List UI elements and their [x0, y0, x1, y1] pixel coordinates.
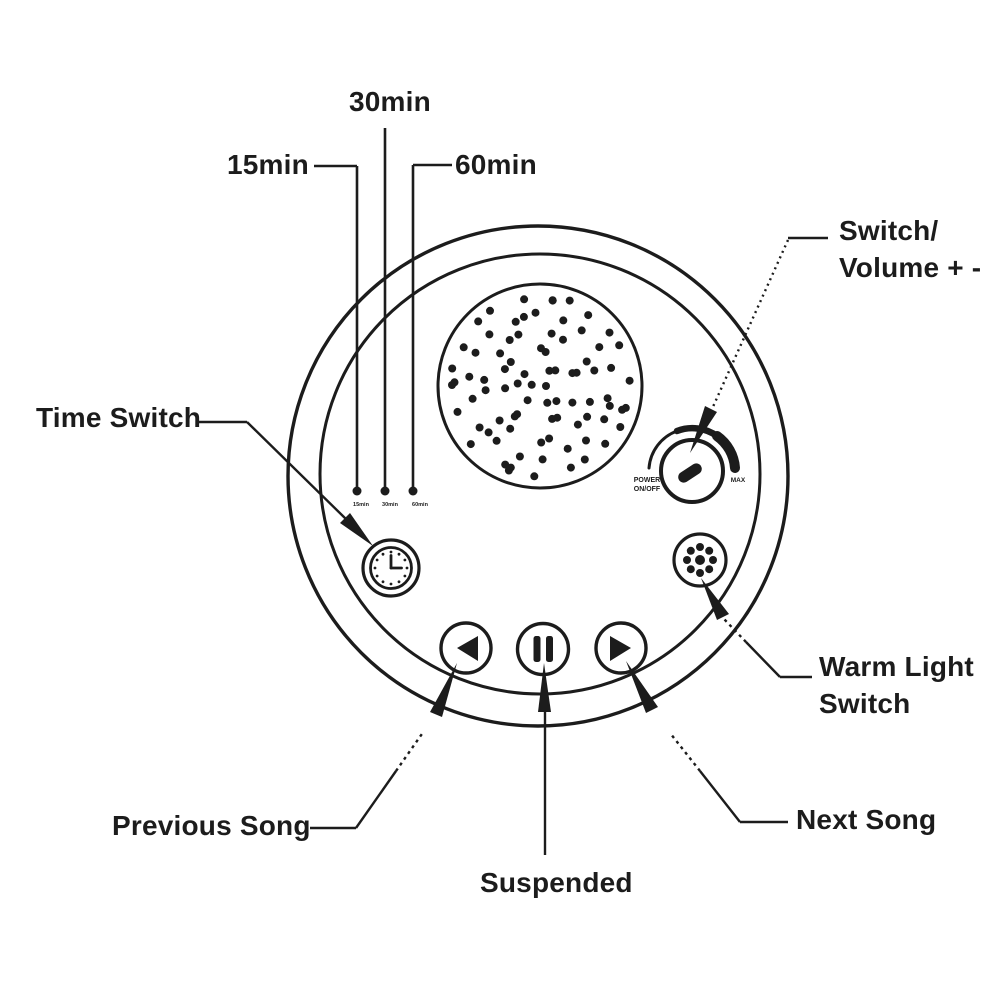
- arrow-to-pause: [538, 663, 551, 712]
- clock-icon: [373, 550, 409, 586]
- label-switch-volume-line1: Switch/: [839, 215, 939, 246]
- label-warm-light-line1: Warm Light: [819, 651, 974, 682]
- arrow-to-volume-knob: [690, 406, 717, 453]
- arrow-to-warm-light: [701, 578, 729, 620]
- pause-button[interactable]: [515, 621, 571, 677]
- tiny-label-15min: 15min: [353, 502, 370, 508]
- label-timer-30min: 30min: [349, 86, 431, 117]
- label-previous-song: Previous Song: [112, 810, 311, 841]
- callout-lines: [197, 236, 828, 855]
- time-switch-button[interactable]: [361, 538, 421, 598]
- previous-button[interactable]: [439, 621, 493, 675]
- previous-icon: [457, 636, 478, 661]
- arrow-to-next: [626, 661, 658, 713]
- label-timer-15min: 15min: [227, 149, 309, 180]
- callout-arrows: [340, 406, 729, 717]
- label-time-switch: Time Switch: [36, 402, 202, 433]
- tiny-label-60min: 60min: [412, 502, 429, 508]
- label-warm-light-switch: Warm Light Switch: [819, 648, 974, 722]
- volume-knob[interactable]: POWER ON/OFF MAX: [634, 424, 746, 504]
- timer-mark-tiny-labels: 15min 30min 60min: [353, 502, 429, 508]
- next-icon: [610, 636, 631, 661]
- knob-max-label: MAX: [731, 477, 746, 484]
- next-button[interactable]: [594, 621, 648, 675]
- knob-power-label: POWER: [634, 477, 660, 484]
- pause-icon: [533, 636, 553, 662]
- device-outer-ring: [286, 224, 790, 728]
- clock-hands-icon: [389, 554, 403, 570]
- label-next-song: Next Song: [796, 804, 937, 835]
- label-switch-volume: Switch/ Volume + -: [839, 212, 981, 286]
- warm-light-button[interactable]: [672, 532, 728, 588]
- label-timer-60min: 60min: [455, 149, 537, 180]
- tiny-label-30min: 30min: [382, 502, 399, 508]
- label-suspended: Suspended: [480, 867, 633, 898]
- warm-light-icon: [683, 543, 717, 577]
- arrow-to-previous: [430, 663, 457, 717]
- volume-arc-icon: [647, 424, 740, 473]
- speaker-grille: [436, 282, 644, 490]
- arrow-to-time-switch: [340, 513, 373, 546]
- knob-pointer-icon: [678, 463, 702, 483]
- label-warm-light-line2: Switch: [819, 688, 911, 719]
- device-inner-ring: [318, 252, 762, 696]
- speaker-holes-icon: [448, 295, 634, 481]
- timer-mark-dots: [352, 486, 418, 496]
- label-switch-volume-line2: Volume + -: [839, 252, 982, 283]
- timer-callout-lines: [314, 128, 452, 487]
- knob-onoff-label: ON/OFF: [634, 486, 661, 493]
